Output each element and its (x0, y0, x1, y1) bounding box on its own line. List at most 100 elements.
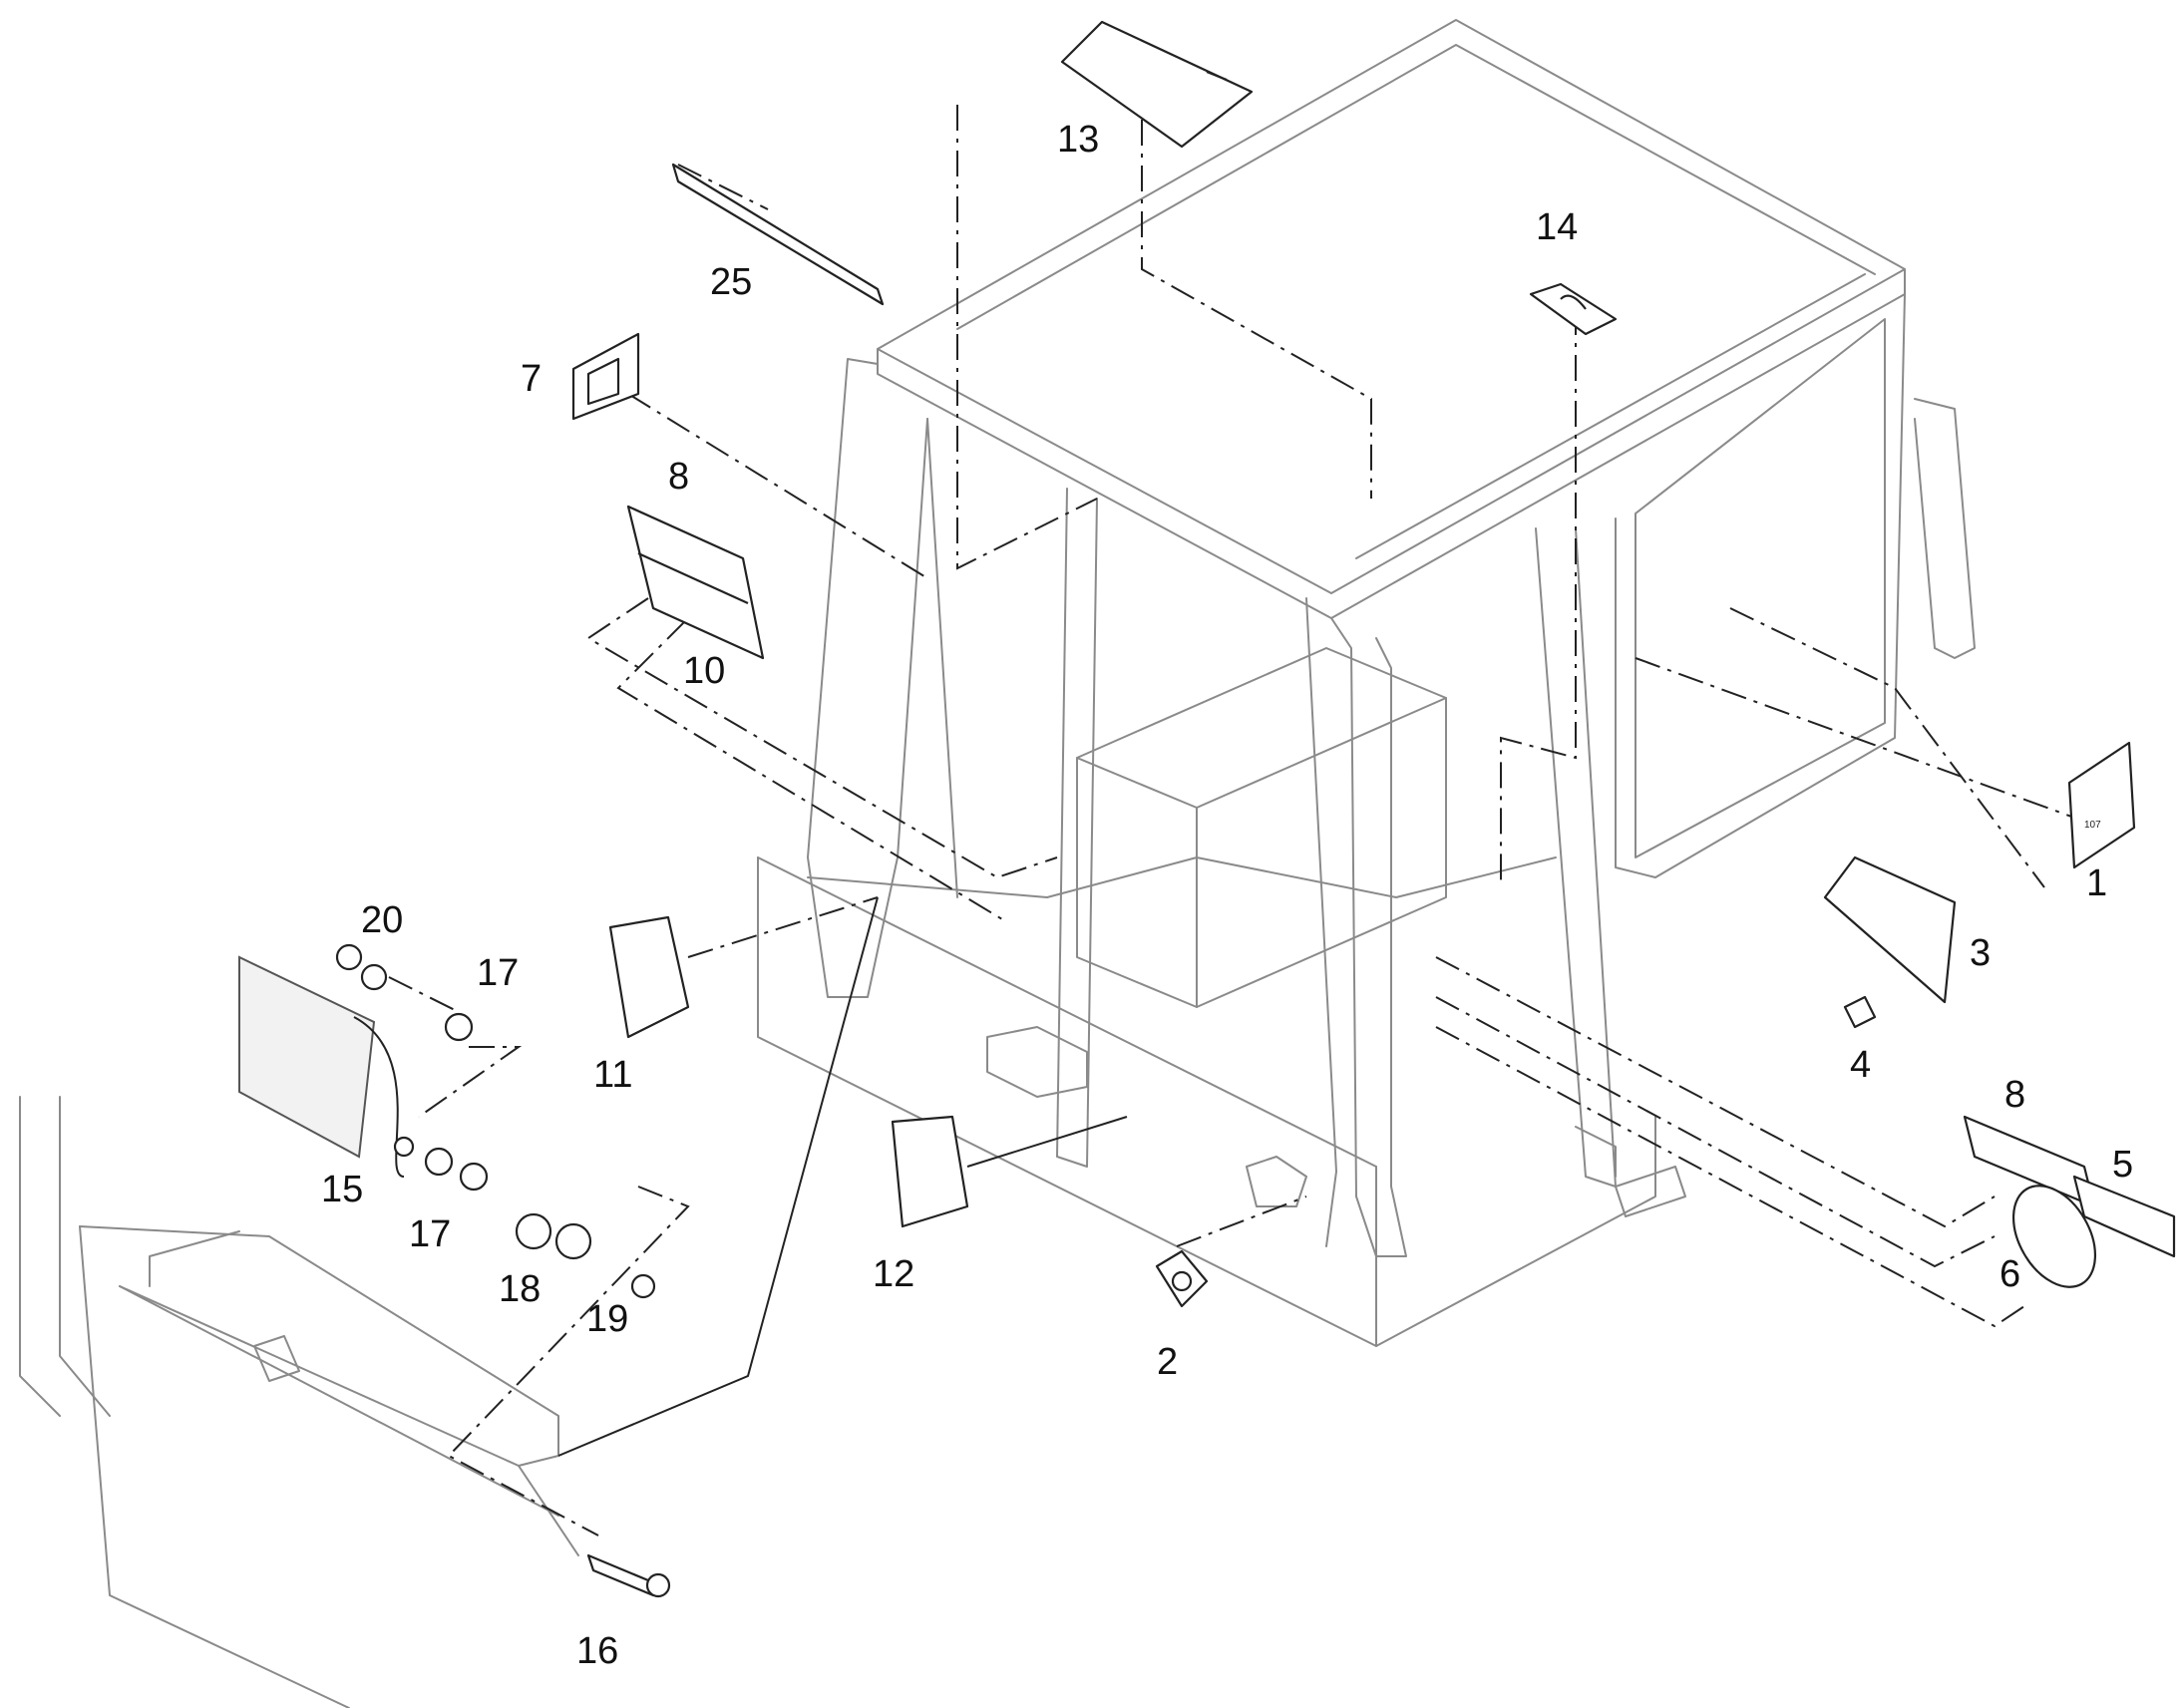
leader-17b-15 (418, 1046, 523, 1118)
rear-mount-post (1575, 1126, 1617, 1178)
callout-25: 25 (710, 261, 752, 303)
leader-2 (1176, 1196, 1307, 1247)
part-18-washer-b (554, 1222, 592, 1260)
part-25-strip (671, 163, 885, 306)
leader-11 (687, 896, 879, 958)
part-1-plate-text: 107 (2084, 820, 2101, 831)
callout-19: 19 (586, 1298, 628, 1340)
door-panel (19, 1096, 579, 1708)
callout-4: 4 (1850, 1044, 1871, 1086)
front-light (1246, 1156, 1307, 1207)
part-2-symbol (1171, 1270, 1193, 1292)
callout-1: 1 (2086, 862, 2107, 904)
part-8-10-divider (637, 551, 749, 605)
side-door-frame (1615, 293, 1906, 878)
part-16-pin (586, 1553, 655, 1597)
door-inner-rail (119, 1285, 559, 1517)
front-right-post (1330, 617, 1407, 1257)
rear-left-pillar (1056, 488, 1098, 1168)
part-8-10-sticker (626, 505, 765, 660)
part-17b-washer-a (424, 1147, 454, 1177)
leader-13 (1141, 120, 1372, 499)
callout-20: 20 (361, 899, 403, 941)
callout-17a: 17 (477, 952, 519, 994)
part-14-symbol (1560, 294, 1587, 310)
leader-14 (1500, 309, 1577, 887)
side-window (1635, 318, 1886, 858)
roof-rib-2 (1355, 273, 1866, 559)
cab-frame (757, 19, 1976, 1347)
door-panel-top (79, 1225, 559, 1467)
console-block (1076, 647, 1447, 1008)
callout-8b: 8 (2004, 1074, 2025, 1116)
cab-roof (877, 19, 1906, 594)
door-latch-plate (253, 1335, 300, 1382)
part-3-plate (1823, 855, 1957, 1004)
leader-6 (1435, 996, 1996, 1268)
right-grab-handle (1914, 398, 1976, 659)
callout-11: 11 (593, 1054, 632, 1096)
callout-16: 16 (576, 1630, 618, 1672)
floor-console-line (807, 856, 1557, 898)
part-19-bushing (630, 1273, 656, 1299)
floor-pedal-block (986, 1026, 1088, 1098)
roof-rib (956, 44, 1876, 330)
leader-25 (677, 164, 769, 210)
leader-8b (1435, 956, 1996, 1228)
part-20-nut-b (360, 963, 388, 991)
part-15-ring (393, 1136, 415, 1158)
callout-10: 10 (683, 650, 725, 692)
callout-5: 5 (2112, 1144, 2133, 1186)
callout-7: 7 (521, 358, 542, 400)
leader-8-10 (586, 597, 1058, 879)
door-outer-edge (79, 1225, 350, 1708)
door-frame-edge-2 (59, 1096, 111, 1417)
rear-mount-bracket (1615, 1166, 1686, 1217)
front-left-post-inner (926, 418, 958, 898)
part-7-inner (586, 357, 620, 406)
floor-edge (757, 856, 1377, 1168)
rear-right-pillar (1535, 527, 1617, 1188)
callout-15: 15 (321, 1169, 363, 1210)
part-16-head (645, 1572, 671, 1598)
door-panel-lip (149, 1230, 240, 1287)
part-4-bolt (1843, 995, 1877, 1029)
leader-17a (388, 976, 460, 1013)
part-17a-washer (444, 1012, 474, 1042)
parts: 10 7 (238, 20, 2176, 1598)
callout-12: 12 (873, 1253, 914, 1295)
part-18-washer-a (515, 1212, 552, 1250)
part-1-plate (2067, 741, 2136, 869)
cab-roof-edge (877, 268, 1906, 619)
part-20-nut-a (335, 943, 363, 971)
part-12-decal (891, 1115, 969, 1228)
part-6-circle (2011, 1185, 2097, 1288)
leader-19-16 (447, 1186, 690, 1537)
leader-16-door (557, 896, 879, 1457)
callout-14: 14 (1536, 206, 1578, 248)
part-17b-washer-b (459, 1162, 489, 1192)
callout-3: 3 (1970, 932, 1991, 974)
part-11-decal (608, 915, 690, 1039)
front-left-post (807, 358, 928, 998)
callout-18: 18 (499, 1268, 541, 1310)
callout-2: 2 (1157, 1341, 1178, 1383)
leader-5 (1435, 1026, 2025, 1328)
callout-8a: 8 (668, 456, 689, 498)
leader-12 (966, 1116, 1128, 1168)
callout-13: 13 (1057, 119, 1099, 161)
part-13-tab (1206, 70, 1228, 82)
callout-6: 6 (1999, 1253, 2020, 1295)
leader-7 (627, 393, 928, 579)
part-14-decal (1529, 282, 1618, 336)
leader-1 (1635, 657, 2075, 819)
door-frame-edge-1 (19, 1096, 61, 1417)
leader-3 (1729, 607, 2045, 888)
part-15-card (238, 955, 376, 1159)
leader-lines (388, 105, 2075, 1537)
front-right-post-inner (1305, 597, 1337, 1247)
leader-roof-25 (956, 105, 1098, 570)
part-13-roof-decal (1060, 20, 1254, 149)
part-15-cable (353, 1016, 405, 1178)
